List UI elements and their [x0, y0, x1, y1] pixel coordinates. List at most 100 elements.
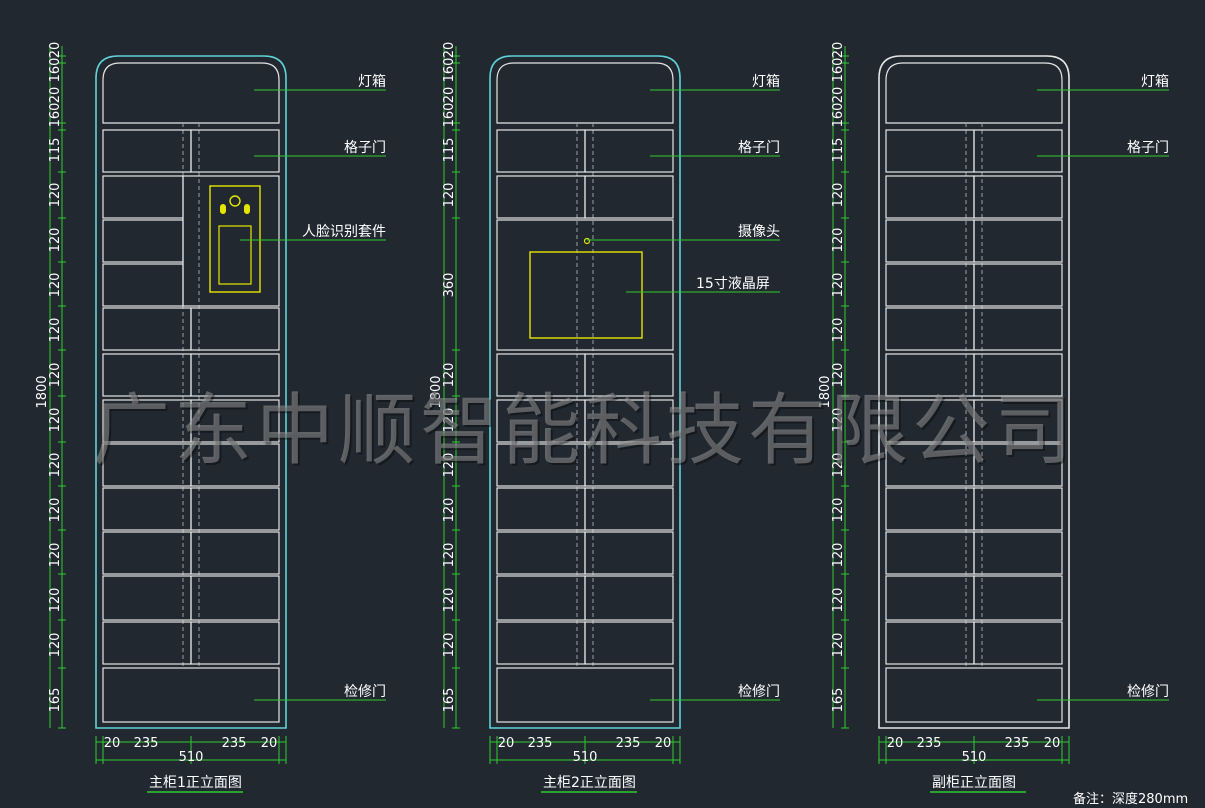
locker-door — [973, 399, 1063, 443]
locker-door — [102, 575, 192, 621]
locker-door — [584, 621, 674, 665]
locker-door — [496, 175, 586, 219]
dimension-label: 120 — [48, 228, 63, 253]
dimension-label: 120 — [831, 318, 846, 343]
dimension-label: 120 — [831, 453, 846, 478]
dimension-label: 20 — [831, 87, 846, 104]
locker-door — [973, 219, 1063, 263]
dimension-label: 115 — [48, 138, 63, 163]
width-part-label: 20 — [498, 736, 515, 751]
callout-label: 灯箱 — [752, 74, 780, 90]
total-height-label: 1800 — [818, 375, 833, 408]
locker-door — [885, 531, 975, 575]
dimension-label: 115 — [831, 138, 846, 163]
dimension-label: 120 — [442, 633, 457, 658]
locker-door — [584, 399, 674, 443]
width-part-label: 20 — [1044, 736, 1061, 751]
dimension-label: 120 — [48, 318, 63, 343]
light-box — [102, 62, 280, 124]
dimension-label: 120 — [48, 183, 63, 208]
total-width-label: 510 — [179, 750, 204, 765]
callout-label: 格子门 — [344, 140, 386, 156]
dimension-label: 20 — [48, 42, 63, 59]
locker-door — [885, 263, 975, 307]
dimension-label: 120 — [831, 543, 846, 568]
locker-door — [190, 487, 280, 531]
locker-door — [102, 307, 192, 351]
locker-door — [102, 129, 192, 173]
width-part-label: 235 — [528, 736, 553, 751]
dimension-label: 120 — [831, 183, 846, 208]
locker-door — [190, 621, 280, 665]
camera-icon — [583, 237, 591, 245]
locker-door — [102, 531, 192, 575]
locker-door — [496, 487, 586, 531]
locker-door — [496, 531, 586, 575]
dimension-label: 120 — [831, 588, 846, 613]
cabinet-title: 主柜1正立面图 — [149, 775, 242, 791]
width-part-label: 235 — [134, 736, 159, 751]
service-door — [102, 667, 280, 723]
dimension-label: 160 — [48, 58, 63, 83]
locker-door — [102, 219, 184, 263]
width-part-label: 235 — [222, 736, 247, 751]
locker-door — [102, 621, 192, 665]
dimension-label: 120 — [48, 273, 63, 298]
width-part-label: 235 — [917, 736, 942, 751]
cabinet-title: 副柜正立面图 — [932, 775, 1016, 791]
dimension-label: 160 — [442, 103, 457, 128]
depth-note: 备注：深度280mm — [1073, 792, 1189, 807]
locker-door — [496, 399, 586, 443]
dimension-label: 120 — [442, 588, 457, 613]
face-kit-device — [209, 185, 261, 293]
locker-door — [885, 219, 975, 263]
dimension-label: 120 — [442, 453, 457, 478]
dimension-label: 120 — [442, 183, 457, 208]
locker-door — [584, 575, 674, 621]
dimension-label: 20 — [831, 42, 846, 59]
locker-door — [973, 307, 1063, 351]
locker-door — [102, 263, 184, 307]
dimension-label: 120 — [48, 498, 63, 523]
locker-door — [190, 129, 280, 173]
locker-door — [973, 487, 1063, 531]
dimension-label: 360 — [442, 273, 457, 298]
dimension-label: 120 — [831, 408, 846, 433]
locker-door — [885, 575, 975, 621]
locker-door — [190, 307, 280, 351]
dimension-label: 120 — [442, 498, 457, 523]
dimension-label: 120 — [831, 633, 846, 658]
locker-door — [885, 487, 975, 531]
cabinet-title: 主柜2正立面图 — [543, 775, 636, 791]
face-light-icon — [220, 204, 226, 214]
locker-door — [584, 175, 674, 219]
total-height-label: 1800 — [429, 375, 444, 408]
dimension-label: 120 — [48, 543, 63, 568]
locker-door — [885, 399, 975, 443]
locker-door — [190, 399, 280, 443]
dimension-label: 120 — [48, 633, 63, 658]
dimension-label: 120 — [442, 363, 457, 388]
dimension-label: 120 — [831, 498, 846, 523]
dimension-label: 120 — [48, 363, 63, 388]
dimension-label: 165 — [48, 688, 63, 713]
locker-door — [102, 399, 192, 443]
dimension-label: 115 — [442, 138, 457, 163]
service-door — [885, 667, 1063, 723]
locker-door — [190, 531, 280, 575]
locker-door — [496, 443, 586, 487]
locker-door — [584, 353, 674, 397]
locker-door — [496, 129, 586, 173]
service-door — [496, 667, 674, 723]
width-part-label: 235 — [1005, 736, 1030, 751]
dimension-label: 120 — [48, 453, 63, 478]
locker-door — [584, 531, 674, 575]
dimension-label: 120 — [48, 588, 63, 613]
locker-door — [102, 353, 192, 397]
locker-door — [973, 263, 1063, 307]
callout-label: 检修门 — [738, 684, 780, 700]
face-camera-icon — [229, 195, 241, 207]
cabinet-shell — [489, 55, 681, 729]
face-kit-screen — [218, 225, 252, 285]
